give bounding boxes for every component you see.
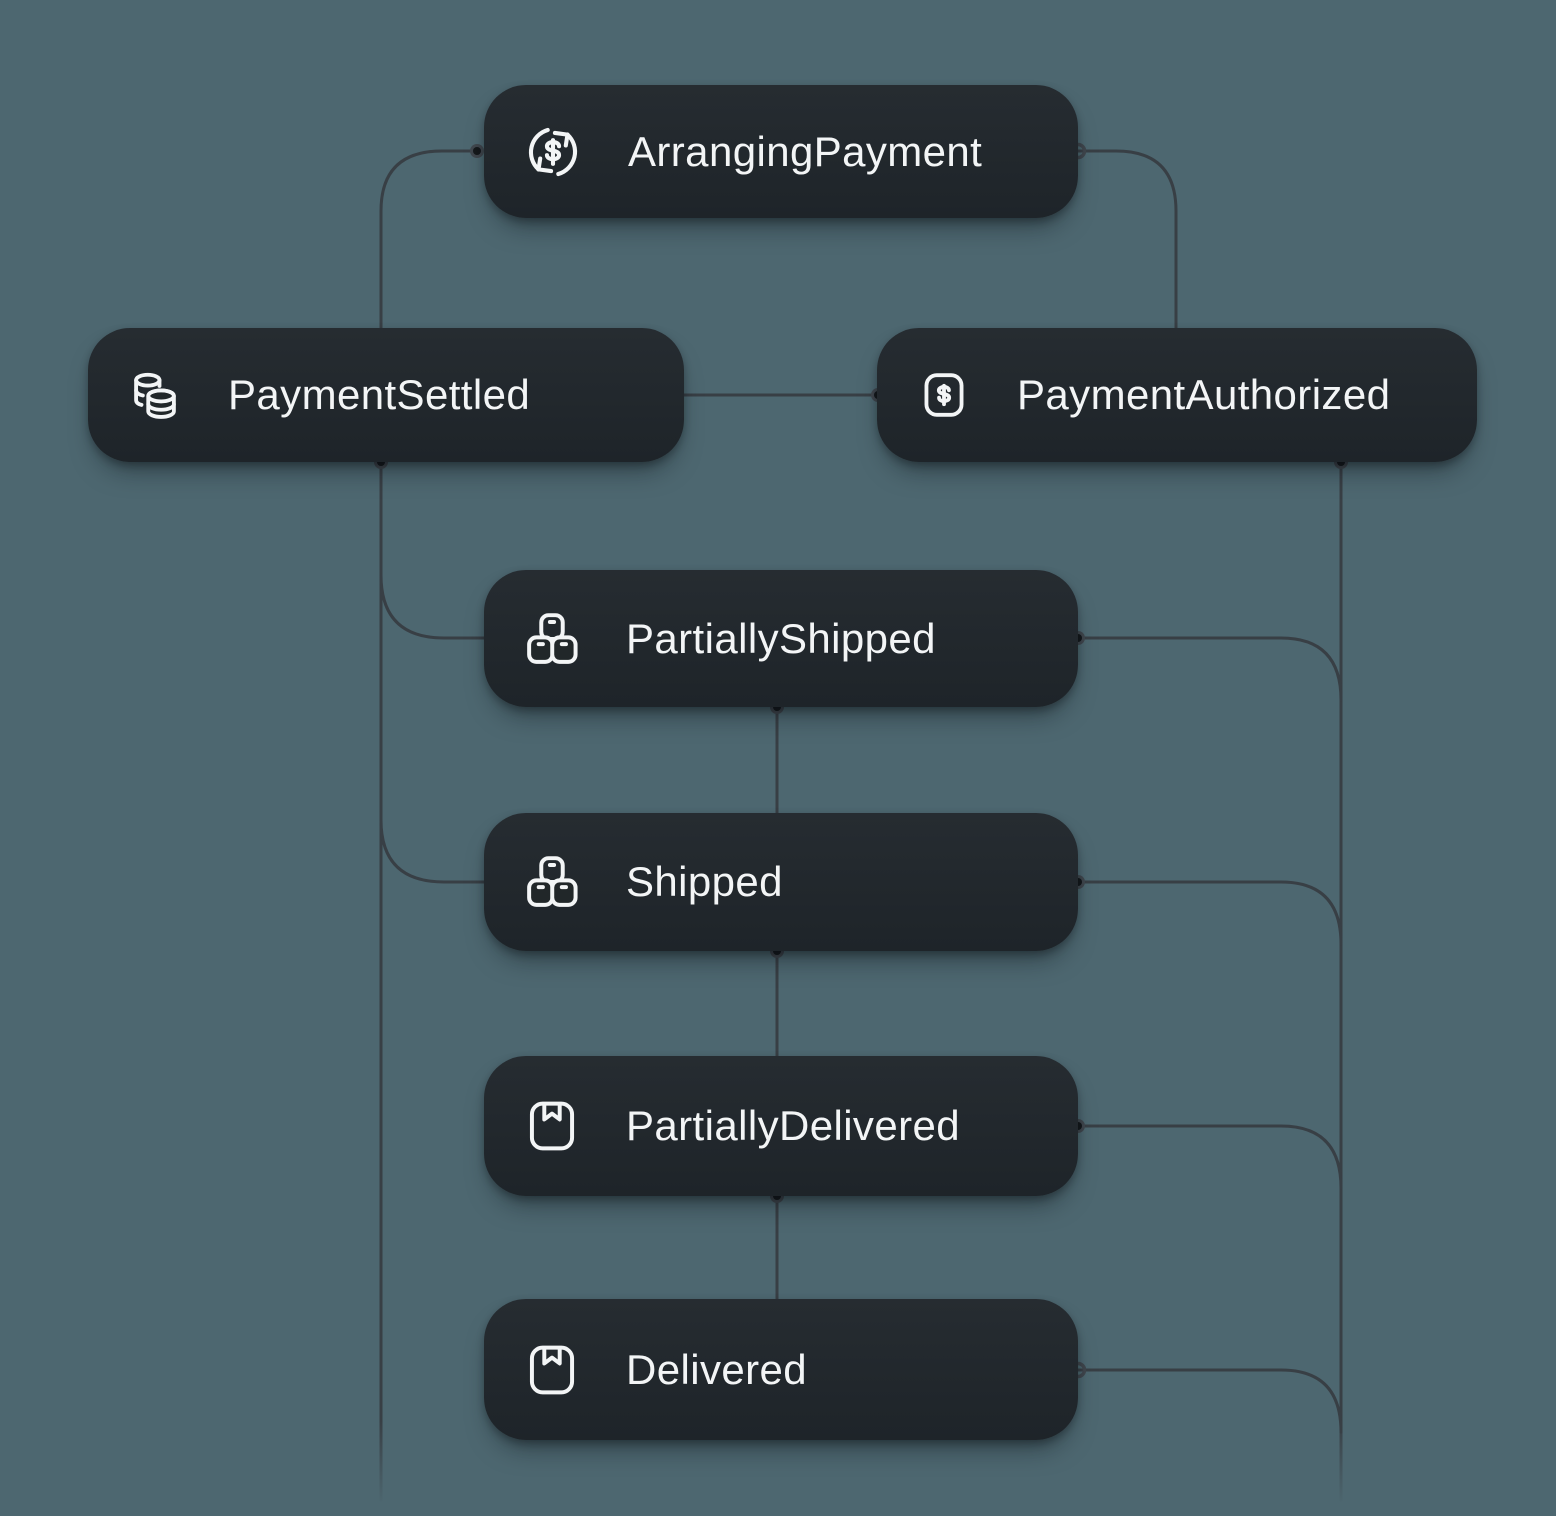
state-node-delivered[interactable]: Delivered bbox=[484, 1299, 1078, 1440]
edge-arranging-to-authorized bbox=[1076, 149, 1178, 330]
state-node-payment-authorized[interactable]: PaymentAuthorized bbox=[877, 328, 1477, 462]
connection-dot bbox=[470, 144, 484, 158]
coins-stack-icon bbox=[128, 368, 182, 422]
package-icon bbox=[524, 1098, 580, 1154]
state-node-arranging-payment[interactable]: ArrangingPayment bbox=[484, 85, 1078, 218]
state-node-label: PartiallyDelivered bbox=[626, 1102, 960, 1149]
currency-exchange-icon bbox=[524, 123, 582, 181]
edge-partiallyshipped-to-rail bbox=[1076, 636, 1343, 702]
state-node-partially-delivered[interactable]: PartiallyDelivered bbox=[484, 1056, 1078, 1196]
state-node-payment-settled[interactable]: PaymentSettled bbox=[88, 328, 684, 462]
state-node-label: Shipped bbox=[626, 858, 783, 905]
boxes-icon bbox=[524, 854, 580, 910]
edge-delivered-to-rail bbox=[1076, 1368, 1343, 1434]
state-node-label: ArrangingPayment bbox=[628, 127, 983, 175]
dollar-square-icon bbox=[917, 368, 971, 422]
state-node-label: Delivered bbox=[626, 1345, 808, 1393]
boxes-icon bbox=[524, 611, 580, 667]
edge-settled-to-partiallyshipped bbox=[379, 573, 486, 640]
edge-shipped-to-rail bbox=[1076, 880, 1343, 946]
state-node-label: PaymentSettled bbox=[228, 371, 531, 418]
state-node-label: PaymentAuthorized bbox=[1017, 371, 1391, 418]
edge-settled-to-shipped bbox=[379, 818, 486, 884]
package-icon bbox=[524, 1342, 580, 1398]
edge-arranging-to-settled bbox=[379, 149, 479, 330]
state-node-partially-shipped[interactable]: PartiallyShipped bbox=[484, 570, 1078, 707]
state-node-label: PartiallyShipped bbox=[626, 614, 936, 662]
edge-partiallydelivered-to-rail bbox=[1076, 1124, 1343, 1190]
state-node-shipped[interactable]: Shipped bbox=[484, 813, 1078, 951]
